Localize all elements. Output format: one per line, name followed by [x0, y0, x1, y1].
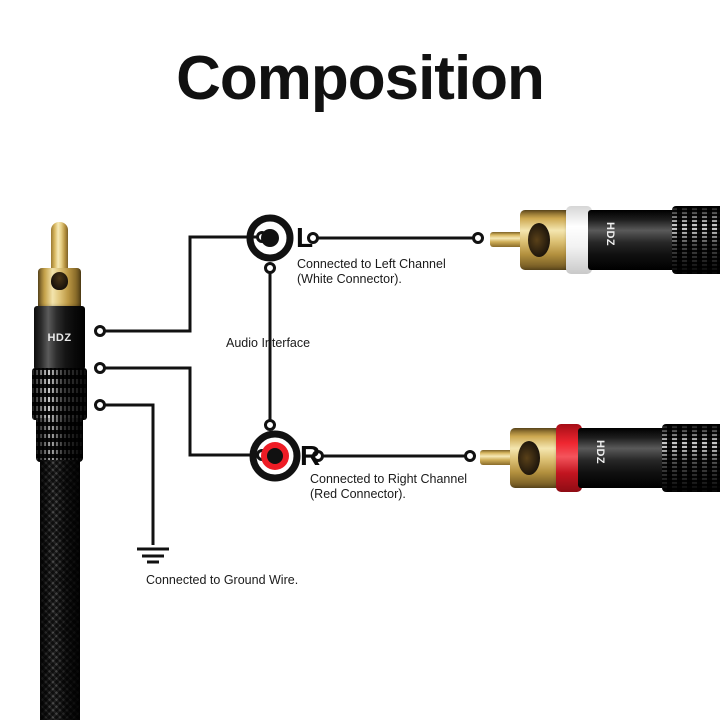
- source-plug-body: HDZ: [34, 306, 85, 370]
- left-plug-body: HDZ: [588, 210, 676, 270]
- right-plug-red-band: [556, 424, 582, 492]
- right-channel-rca-plug: HDZ: [480, 422, 720, 494]
- left-line-node-b: [472, 232, 484, 244]
- source-plug-knurl-lower: [36, 418, 83, 462]
- left-channel-caption-line2: (White Connector).: [297, 272, 402, 286]
- right-plug-gold-collar: [510, 428, 562, 488]
- rca-jack-white-icon: [246, 214, 294, 262]
- right-line-node-a: [312, 450, 324, 462]
- leader-line-ground: [100, 403, 155, 545]
- left-plug-gold-collar: [520, 210, 572, 270]
- page-title: Composition: [176, 44, 545, 113]
- leader-line-left-channel: [100, 235, 262, 333]
- source-braided-cable: [40, 460, 80, 720]
- right-plug-knurl: [662, 424, 720, 492]
- source-node-ground: [94, 399, 106, 411]
- left-channel-rca-plug: HDZ: [490, 204, 720, 276]
- right-channel-caption-line1: Connected to Right Channel: [310, 472, 468, 486]
- source-node-right: [94, 362, 106, 374]
- source-node-left: [94, 325, 106, 337]
- left-channel-caption-line1: Connected to Left Channel: [297, 257, 446, 271]
- ground-symbol-icon: [137, 547, 169, 564]
- ground-caption: Connected to Ground Wire.: [146, 573, 299, 587]
- right-line-node-b: [464, 450, 476, 462]
- left-line-node-a: [307, 232, 319, 244]
- tie-node-top: [264, 262, 276, 274]
- source-plug-gold-collar: [38, 268, 81, 310]
- right-channel-caption-line2: (Red Connector).: [310, 487, 406, 501]
- source-plug-knurl-upper: [32, 368, 87, 420]
- rca-jack-red-icon: [249, 430, 301, 482]
- left-plug-knurl: [672, 206, 720, 274]
- leader-line-right-channel: [100, 366, 262, 457]
- source-rca-plug: HDZ: [30, 222, 90, 472]
- right-channel-letter: R: [300, 440, 321, 471]
- source-plug-brand-text: HDZ: [47, 332, 72, 344]
- tie-node-bottom: [264, 419, 276, 431]
- left-plug-white-band: [566, 206, 592, 274]
- left-channel-letter: L: [296, 222, 314, 253]
- audio-interface-label: Audio Interface: [226, 336, 311, 350]
- right-plug-body: HDZ: [578, 428, 666, 488]
